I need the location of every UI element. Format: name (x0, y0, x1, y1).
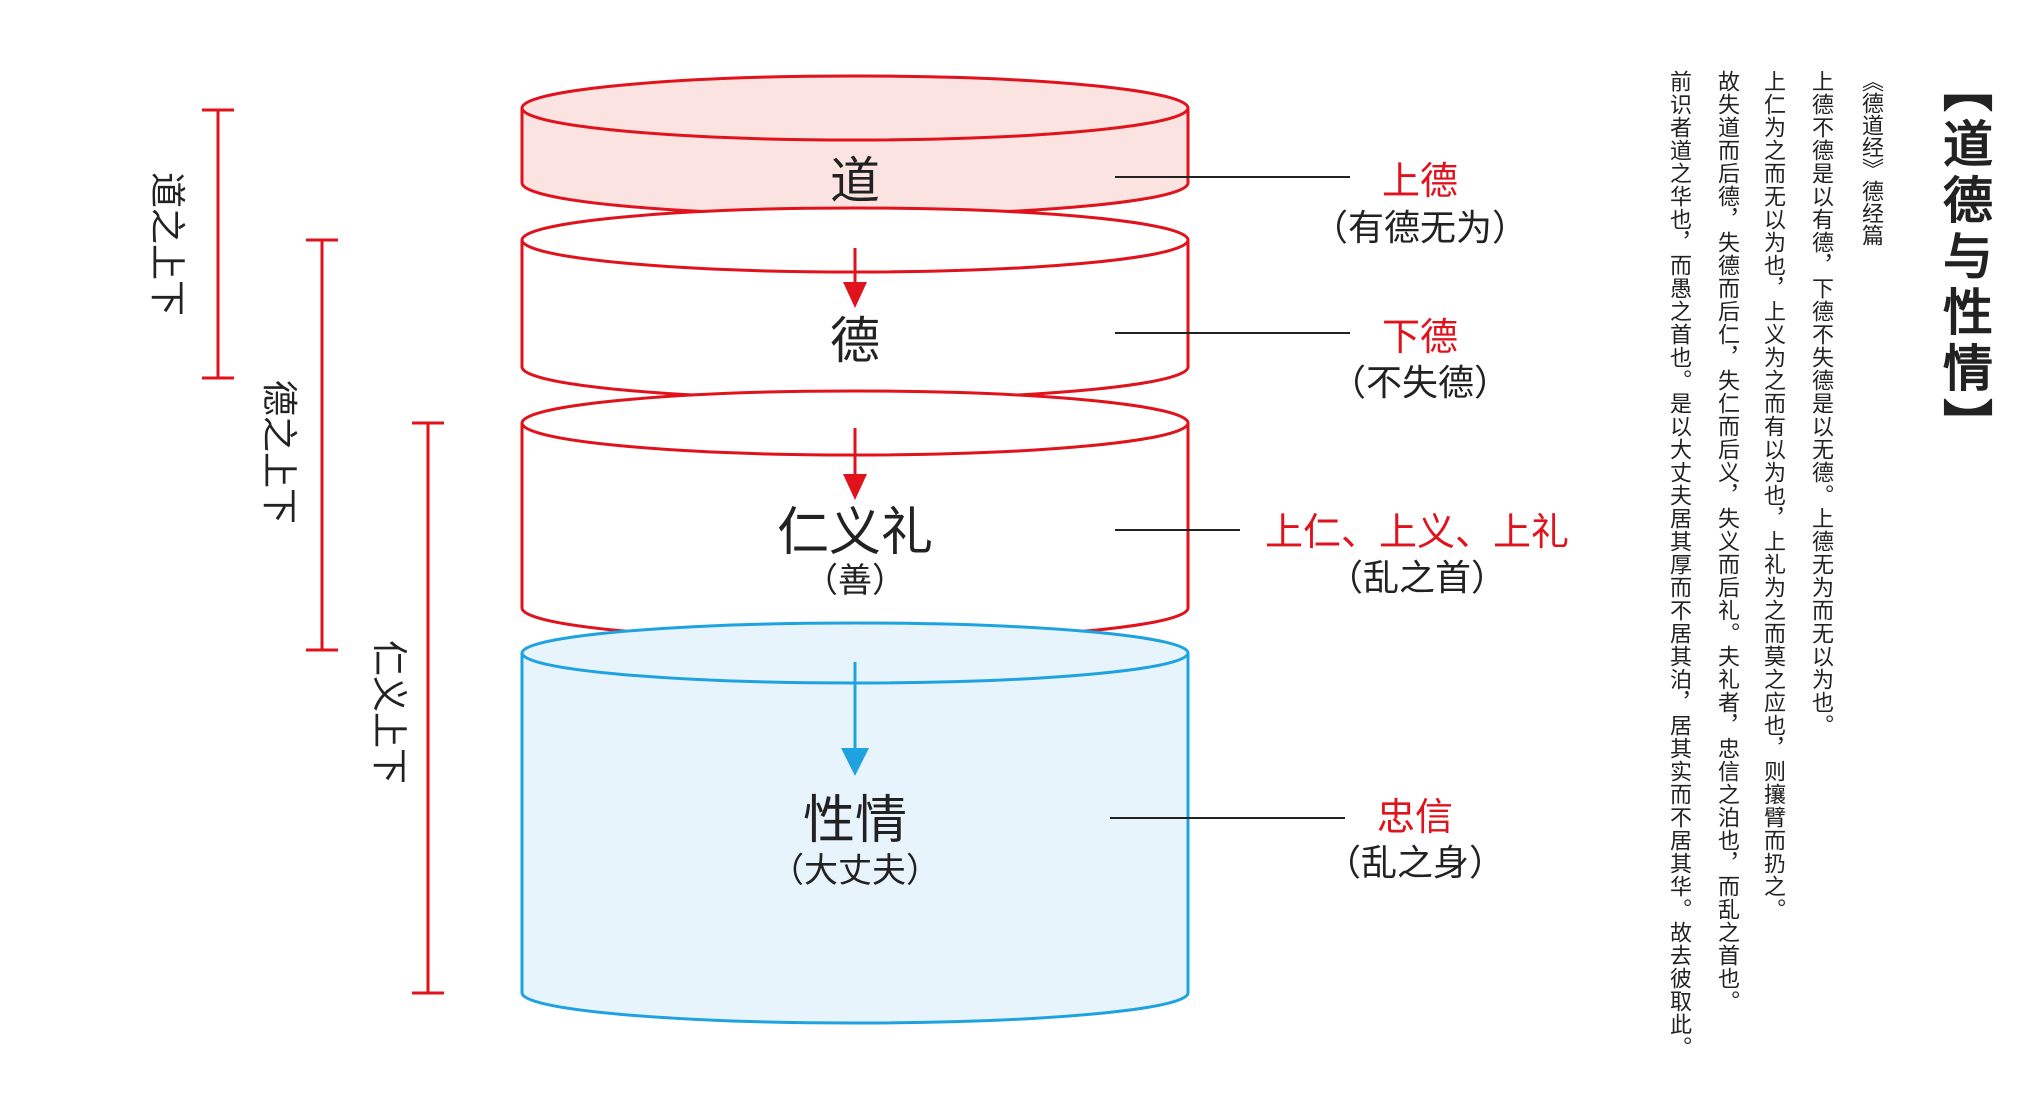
cylinder-subtitle-renyili: （善） (804, 561, 906, 601)
side-sublabel-xiade: （不失德） (1330, 363, 1510, 404)
range-label-dao: 道之上下 (146, 172, 187, 316)
side-sublabel-shangde: （有德无为） (1312, 208, 1528, 249)
side-label-xiade: 下德 (1382, 315, 1458, 359)
side-sublabel-zhongxin: （乱之身） (1325, 843, 1505, 884)
quote-line-1: 上德不德是以有德，下德不失德是以无德。上德无为而无以为也。 (1808, 70, 1833, 737)
page-title: 【道德与性情】 (1935, 62, 1994, 454)
cylinder-title-xingqing: 性情 (803, 791, 907, 851)
side-label-shangde: 上德 (1382, 159, 1458, 203)
range-label-renyi: 仁义上下 (368, 640, 409, 784)
range-bracket-de (306, 238, 338, 652)
quote-line-2: 上仁为之而无以为也，上义为之而有以为也，上礼为之而莫之应也，则攘臂而扔之。 (1760, 70, 1785, 921)
side-label-shangren: 上仁、上义、上礼 (1265, 510, 1569, 554)
arrow-de-to-renyili (843, 428, 867, 500)
cylinder-xingqing (520, 621, 1190, 1025)
arrow-dao-to-de (843, 248, 867, 308)
cylinder-de (520, 206, 1190, 401)
cylinder-title-de: 德 (830, 312, 880, 370)
cylinder-title-dao: 道 (830, 152, 880, 210)
quote-line-4: 前识者道之华也，而愚之首也。是以大丈夫居其厚而不居其泊，居其实而不居其华。故去彼… (1666, 70, 1691, 1059)
range-bracket-dao (202, 108, 234, 380)
cylinder-subtitle-xingqing: （大丈夫） (770, 851, 940, 891)
range-label-de: 德之上下 (258, 380, 299, 524)
side-label-zhongxin: 忠信 (1377, 795, 1453, 839)
cylinder-title-renyili: 仁义礼 (777, 503, 933, 563)
cylinder-renyili (520, 389, 1190, 642)
cylinder-dao (520, 74, 1190, 217)
side-sublabel-shangren: （乱之首） (1327, 558, 1507, 599)
range-bracket-renyi (412, 421, 444, 995)
arrow-renyili-to-xingqing (841, 662, 869, 776)
quote-line-3: 故失道而后德，失德而后仁，失仁而后义，失义而后礼。夫礼者，忠信之泊也，而乱之首也… (1714, 70, 1739, 1013)
source-line: 《德道经》德经篇 (1858, 70, 1883, 246)
